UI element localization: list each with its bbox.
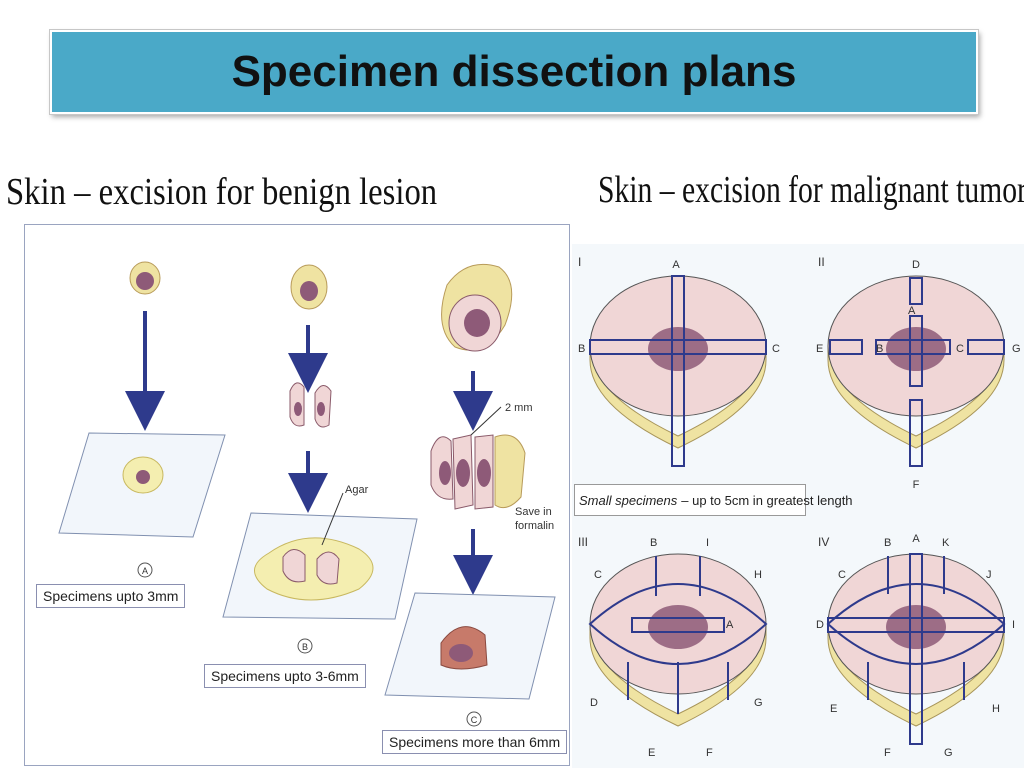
panel-iii-letter-f: F — [706, 747, 713, 759]
label-a-circle: A — [137, 562, 153, 578]
agar-mount — [254, 537, 374, 601]
panel-i-letter-a: A — [672, 259, 680, 271]
panel-iv-letter-h: H — [992, 703, 1000, 715]
panel-iii-letter-e: E — [648, 747, 655, 759]
panel-ii-letter-a: A — [908, 305, 916, 317]
two-mm-pointer — [470, 406, 502, 436]
panel-i-letter-c: C — [772, 343, 780, 355]
panel-iv-letter-g: G — [944, 747, 953, 759]
panel-iii-letter-c: C — [594, 569, 602, 581]
panel-iii-letter-d: D — [590, 697, 598, 709]
panel-ii-letter-e: E — [816, 343, 823, 355]
panel-iii-numeral: III — [578, 535, 588, 549]
two-mm-label: 2 mm — [505, 402, 533, 414]
save-label-line1: Save in — [515, 506, 552, 518]
caption-a: Specimens upto 3mm — [36, 584, 186, 608]
save-label-line2: formalin — [515, 520, 554, 532]
panel-iii-letter-g: G — [754, 697, 763, 709]
panel-iv-letter-c: C — [838, 569, 846, 581]
benign-diagram: A Agar B — [58, 261, 556, 727]
panel-i-letter-b: B — [578, 343, 585, 355]
panel-i: I A B C — [578, 255, 780, 467]
agar-pointer — [321, 492, 344, 546]
label-b-circle: B — [297, 638, 313, 654]
panel-ii-letter-d: D — [912, 259, 920, 271]
panel-ii: II D A E B C G F — [816, 255, 1021, 491]
caption-c: Specimens more than 6mm — [382, 730, 568, 754]
small-specimens-rest: – up to 5cm in greatest length — [681, 492, 853, 508]
panel-iii: III B I C H A D G E F — [578, 535, 768, 759]
panel-ii-letter-b: B — [876, 343, 883, 355]
panel-iv-letter-e: E — [830, 703, 837, 715]
label-c: C — [471, 715, 478, 725]
label-c-circle: C — [466, 711, 482, 727]
specimen-b — [290, 264, 328, 310]
specimen-c — [441, 263, 513, 352]
malignant-heading: Skin – excision for malignant tumor — [598, 169, 1024, 211]
panel-iii-letter-i: I — [706, 537, 709, 549]
panel-ii-letter-g: G — [1012, 343, 1021, 355]
caption-b: Specimens upto 3-6mm — [204, 664, 366, 688]
malignant-diagram: I A B C II D A E B C G — [578, 255, 1021, 759]
panel-iv: IV B A K C J D I E H F G — [816, 533, 1015, 759]
panel-iv-letter-k: K — [942, 537, 950, 549]
panel-iv-letter-b: B — [884, 537, 891, 549]
specimen-b-halves — [289, 382, 332, 428]
panel-iv-letter-i: I — [1012, 619, 1015, 631]
panel-iv-numeral: IV — [818, 535, 829, 549]
label-b: B — [302, 642, 308, 652]
agar-label: Agar — [345, 484, 369, 496]
label-a: A — [142, 566, 148, 576]
slide-title: Specimen dissection plans — [231, 47, 797, 96]
panel-iii-letter-a: A — [726, 619, 734, 631]
panel-iii-letter-h: H — [754, 569, 762, 581]
panel-ii-letter-c: C — [956, 343, 964, 355]
specimen-a — [129, 261, 161, 295]
panel-iv-letter-f: F — [884, 747, 891, 759]
panel-ii-numeral: II — [818, 255, 825, 269]
benign-heading: Skin – excision for benign lesion — [6, 171, 438, 213]
small-specimens-caption: Small specimens – up to 5cm in greatest … — [574, 484, 853, 516]
panel-iv-letter-d: D — [816, 619, 824, 631]
panel-i-numeral: I — [578, 255, 581, 269]
title-bar: Specimen dissection plans — [50, 30, 978, 114]
panel-iii-letter-b: B — [650, 537, 657, 549]
panel-iv-letter-j: J — [986, 569, 992, 581]
panel-iv-letter-a: A — [912, 533, 920, 545]
specimen-c-slices — [430, 434, 526, 510]
panel-ii-letter-f: F — [913, 479, 920, 491]
small-specimens-em: Small specimens — [579, 492, 678, 508]
